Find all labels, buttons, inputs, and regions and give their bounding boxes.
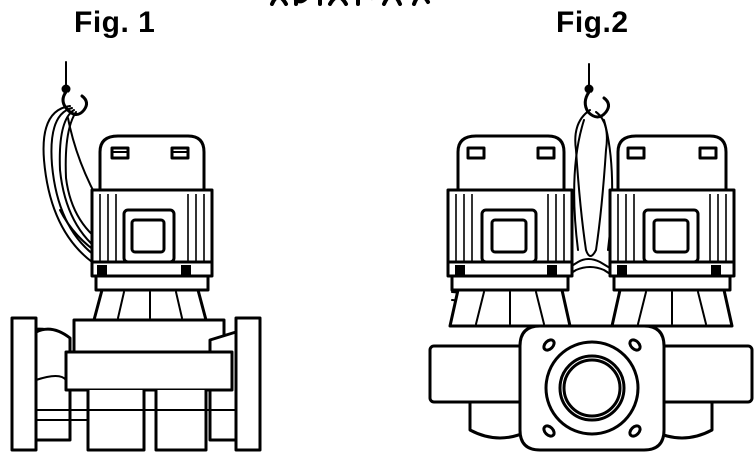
figure-1-drawing xyxy=(10,61,262,452)
lifting-hook-icon xyxy=(583,63,611,119)
motor-terminal-box xyxy=(98,134,206,192)
figure-2-drawing xyxy=(428,63,754,452)
right-motor xyxy=(608,134,736,278)
figure-2-title: Fig.2 xyxy=(556,6,629,39)
motor-pump-adapter xyxy=(92,274,210,322)
motor-body xyxy=(90,188,214,278)
pump-housing xyxy=(10,316,262,452)
figure-1-title: Fig. 1 xyxy=(74,6,156,39)
motor-pump-adapters xyxy=(448,274,734,328)
twin-pump-housing xyxy=(428,324,754,452)
left-motor xyxy=(446,134,574,278)
